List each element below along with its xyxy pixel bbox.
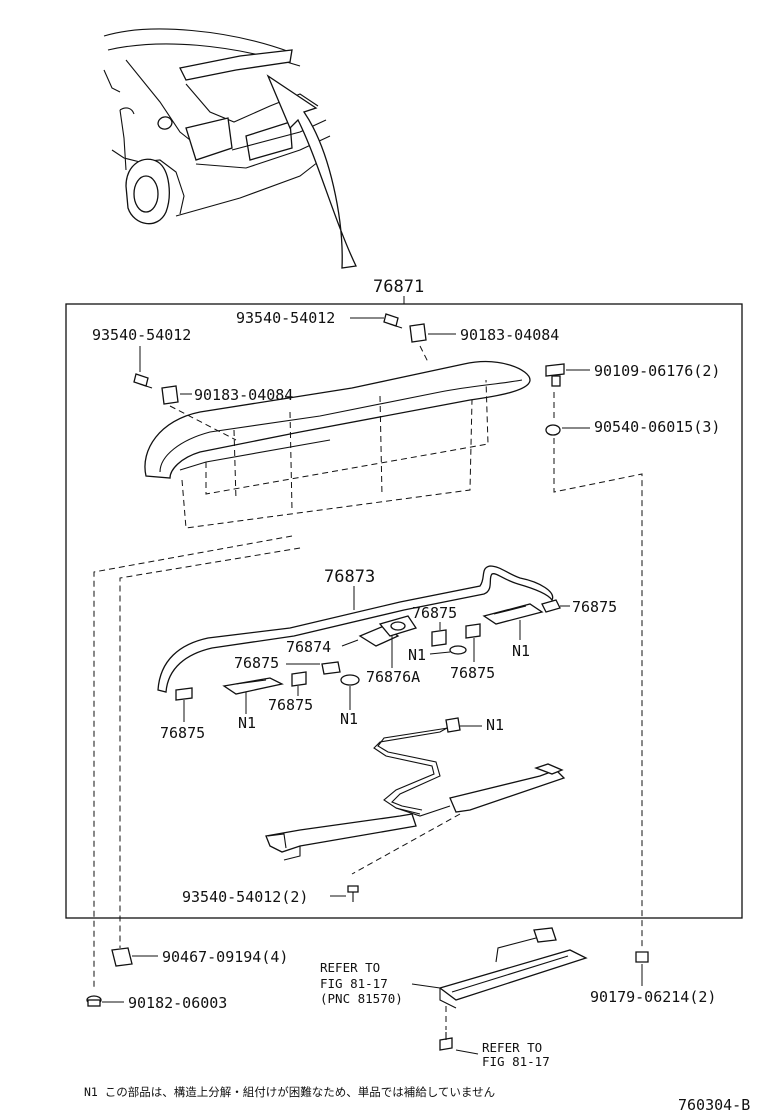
cushion-icon	[378, 615, 418, 637]
refer-note-1-line1: REFER TO	[320, 960, 380, 975]
refer-note-1-line2: FIG 81-17	[320, 976, 388, 991]
callout-screw-top: 93540-54012	[236, 309, 335, 327]
washer-right-mid-icon	[449, 645, 467, 655]
bracket-right-icon	[482, 603, 544, 625]
clip-left-icon	[111, 947, 133, 967]
grommet-right-icon	[635, 951, 649, 963]
callout-seal-f: 76875	[572, 598, 617, 616]
nut-top-icon	[409, 323, 427, 343]
callout-clip-left: 90467-09194(4)	[162, 948, 288, 966]
callout-seal-d: 76875	[412, 604, 457, 622]
lamp-screw-bottom-icon	[439, 1032, 453, 1051]
callout-cushion: 76876A	[366, 668, 420, 686]
screw-left-icon	[133, 373, 153, 389]
callout-nut-top: 90183-04084	[460, 326, 559, 344]
callout-screw-left: 93540-54012	[92, 326, 191, 344]
callout-nut-bottom: 90182-06003	[128, 994, 227, 1012]
nut-bottom-icon	[86, 995, 102, 1007]
part-number-76871: 76871	[373, 277, 424, 297]
car-illustration	[103, 28, 357, 269]
callout-bolt-right: 90109-06176(2)	[594, 362, 720, 380]
seal-piece-e-icon	[465, 623, 481, 639]
bracket-left-icon	[222, 677, 284, 695]
seal-piece-d-icon	[431, 629, 447, 647]
seal-piece-b-icon	[321, 661, 341, 675]
label-n1-a: N1	[238, 714, 256, 732]
refer-note-2-line1: REFER TO	[482, 1040, 542, 1055]
washer-mid-icon	[340, 674, 360, 686]
part-number-76873: 76873	[324, 567, 375, 587]
washer-right-icon	[545, 424, 561, 436]
label-n1-d: N1	[512, 642, 530, 660]
callout-seal-c: 76875	[268, 696, 313, 714]
nut-left-icon	[161, 385, 179, 405]
label-n1-c: N1	[408, 646, 426, 664]
seal-piece-c-icon	[291, 671, 307, 687]
callout-seal-e: 76875	[450, 664, 495, 682]
callout-washer-right: 90540-06015(3)	[594, 418, 720, 436]
callout-seal-a: 76875	[160, 724, 205, 742]
screw-top-icon	[383, 313, 403, 329]
callout-seal-b: 76875	[234, 654, 279, 672]
callout-grommet-right: 90179-06214(2)	[590, 988, 716, 1006]
label-n1-b: N1	[340, 710, 358, 728]
callout-gasket: 76874	[286, 638, 331, 656]
seal-piece-a-icon	[175, 687, 193, 701]
lamp-screw-icon	[347, 885, 359, 902]
label-n1-e: N1	[486, 716, 504, 734]
footnote-n1: N1 この部品は、構造上分解・組付けが困難なため、単品では補給していません	[84, 1085, 495, 1099]
refer-note-2-line2: FIG 81-17	[482, 1054, 550, 1069]
seal-strip	[157, 565, 554, 693]
seal-piece-f-icon	[541, 599, 561, 613]
bolt-right-icon	[545, 363, 565, 387]
refer-note-1-line3: (PNC 81570)	[320, 991, 403, 1006]
figure-code: 760304-B	[678, 1096, 750, 1112]
callout-nut-left: 90183-04084	[194, 386, 293, 404]
assembly-frame	[65, 303, 743, 919]
callout-lamp-screw: 93540-54012(2)	[182, 888, 308, 906]
wire-harness	[265, 717, 566, 861]
high-mount-stop-lamp	[438, 927, 588, 1009]
rear-spoiler	[144, 360, 531, 529]
